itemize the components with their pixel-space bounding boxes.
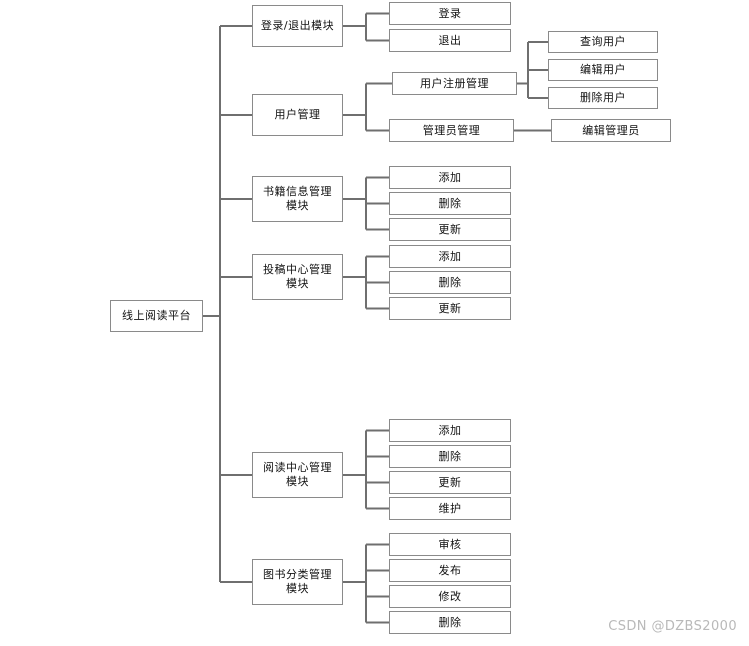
subleaf-node-edit-admin[interactable]: 编辑管理员	[551, 119, 671, 142]
node-label: 添加	[438, 423, 462, 437]
subleaf-node-delete-user[interactable]: 删除用户	[548, 87, 658, 109]
node-label: 登录	[438, 6, 462, 20]
node-label: 书籍信息管理 模块	[263, 185, 332, 212]
node-label: 发布	[438, 563, 462, 577]
root-node-undefined[interactable]: 线上阅读平台	[110, 300, 203, 332]
subleaf-node-edit-user[interactable]: 编辑用户	[548, 59, 658, 81]
node-label: 添加	[438, 249, 462, 263]
module-node-book-info-management[interactable]: 书籍信息管理 模块	[252, 176, 343, 222]
node-label: 删除	[438, 275, 462, 289]
module-node-book-category-management[interactable]: 图书分类管理 模块	[252, 559, 343, 605]
leaf-node-cat-review[interactable]: 审核	[389, 533, 511, 556]
leaf-node-book-update[interactable]: 更新	[389, 218, 511, 241]
node-label: 退出	[438, 33, 462, 47]
node-label: 用户注册管理	[420, 76, 489, 90]
module-node-login-logout[interactable]: 登录/退出模块	[252, 5, 343, 47]
leaf-node-cat-delete[interactable]: 删除	[389, 611, 511, 634]
leaf-node-sub-update[interactable]: 更新	[389, 297, 511, 320]
watermark-label: CSDN @DZBS2000	[608, 619, 737, 634]
node-label: 图书分类管理 模块	[263, 568, 332, 595]
node-label: 编辑用户	[580, 63, 626, 76]
leaf-node-cat-publish[interactable]: 发布	[389, 559, 511, 582]
leaf-node-read-update[interactable]: 更新	[389, 471, 511, 494]
leaf-node-login[interactable]: 登录	[389, 2, 511, 25]
node-label: 删除	[438, 196, 462, 210]
leaf-node-user-register-management[interactable]: 用户注册管理	[392, 72, 517, 95]
leaf-node-admin-management[interactable]: 管理员管理	[389, 119, 514, 142]
node-label: 维护	[438, 501, 462, 515]
leaf-node-cat-modify[interactable]: 修改	[389, 585, 511, 608]
node-label: 修改	[438, 589, 462, 603]
node-label: 更新	[438, 475, 462, 489]
node-label: 查询用户	[580, 35, 626, 48]
leaf-node-read-maintain[interactable]: 维护	[389, 497, 511, 520]
node-label: 更新	[438, 301, 462, 315]
leaf-node-sub-delete[interactable]: 删除	[389, 271, 511, 294]
leaf-node-read-add[interactable]: 添加	[389, 419, 511, 442]
node-label: 管理员管理	[422, 123, 481, 137]
leaf-node-read-delete[interactable]: 删除	[389, 445, 511, 468]
leaf-node-book-add[interactable]: 添加	[389, 166, 511, 189]
node-label: 删除用户	[580, 91, 626, 104]
node-label: 登录/退出模块	[260, 19, 335, 32]
module-node-submission-center-management[interactable]: 投稿中心管理 模块	[252, 254, 343, 300]
node-label: 更新	[438, 222, 462, 236]
node-label: 添加	[438, 170, 462, 184]
node-label: 审核	[438, 537, 462, 551]
node-label: 编辑管理员	[582, 123, 640, 137]
node-label: 投稿中心管理 模块	[263, 263, 332, 290]
node-label: 用户管理	[274, 108, 321, 121]
node-label: 删除	[438, 615, 462, 629]
module-node-reading-center-management[interactable]: 阅读中心管理 模块	[252, 452, 343, 498]
leaf-node-book-delete[interactable]: 删除	[389, 192, 511, 215]
leaf-node-logout[interactable]: 退出	[389, 29, 511, 52]
module-node-user-management[interactable]: 用户管理	[252, 94, 343, 136]
node-label: 删除	[438, 449, 462, 463]
node-label: 线上阅读平台	[122, 309, 191, 322]
node-label: 阅读中心管理 模块	[263, 461, 332, 488]
subleaf-node-query-user[interactable]: 查询用户	[548, 31, 658, 53]
leaf-node-sub-add[interactable]: 添加	[389, 245, 511, 268]
